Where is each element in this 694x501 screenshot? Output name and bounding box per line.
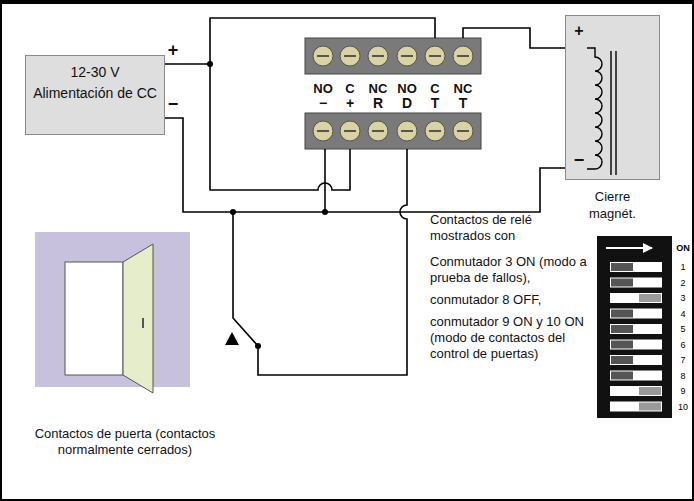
power-supply-box: 12-30 V Alimentación de CC bbox=[25, 55, 165, 135]
switch-number: 6 bbox=[680, 340, 685, 349]
polarity-sign: + bbox=[168, 41, 179, 59]
pin-name: − bbox=[319, 96, 327, 110]
pin-name: D bbox=[402, 96, 412, 110]
part-caption: Cierre magnét. bbox=[565, 188, 660, 222]
note-text: conmutador 9 ON y 10 ON (modo de contact… bbox=[430, 314, 594, 362]
polarity-sign: + bbox=[574, 23, 583, 39]
switch-number: 3 bbox=[680, 294, 685, 303]
pin-name: T bbox=[459, 96, 468, 110]
pin-name: NO bbox=[397, 82, 417, 95]
switch-number: 7 bbox=[680, 356, 685, 365]
switch-number: 1 bbox=[680, 263, 685, 272]
power-wire bbox=[165, 118, 565, 212]
pin-name: R bbox=[373, 96, 383, 110]
magnetic-lock-box: Cierre magnét. bbox=[558, 15, 668, 222]
switch-number: 5 bbox=[680, 325, 685, 334]
switch-number: 2 bbox=[680, 278, 685, 287]
part-caption: Contactos de puerta (contactos normalmen… bbox=[30, 426, 220, 458]
switch-number: 8 bbox=[680, 371, 685, 380]
note-text: conmutador 8 OFF, bbox=[430, 292, 590, 308]
dip-switch bbox=[597, 236, 672, 418]
supply-name: Alimentación de CC bbox=[32, 85, 158, 102]
terminal-blocks bbox=[305, 38, 481, 149]
note-text: Conmutador 3 ON (modo a prueba de fallos… bbox=[430, 254, 590, 286]
pin-name: NC bbox=[369, 82, 388, 95]
header-bar bbox=[0, 0, 694, 4]
note-text: Contactos de relé mostrados con bbox=[430, 212, 580, 244]
polarity-sign: − bbox=[574, 151, 585, 169]
screw-terminals bbox=[313, 46, 473, 141]
pin-name: NO bbox=[313, 82, 333, 95]
pin-name: + bbox=[346, 96, 354, 110]
switch-number: 10 bbox=[678, 402, 688, 411]
pin-name: T bbox=[431, 96, 440, 110]
pin-name: NC bbox=[454, 82, 473, 95]
switch-number: 9 bbox=[680, 387, 685, 396]
door-illustration bbox=[35, 232, 190, 393]
switch-on-mark: ON bbox=[676, 244, 690, 253]
voltage-text: 12-30 V bbox=[32, 64, 158, 81]
pin-name: C bbox=[430, 82, 439, 95]
pin-name: C bbox=[345, 82, 354, 95]
polarity-sign: − bbox=[168, 95, 179, 113]
switch-number: 4 bbox=[680, 309, 685, 318]
junctions bbox=[207, 61, 328, 349]
